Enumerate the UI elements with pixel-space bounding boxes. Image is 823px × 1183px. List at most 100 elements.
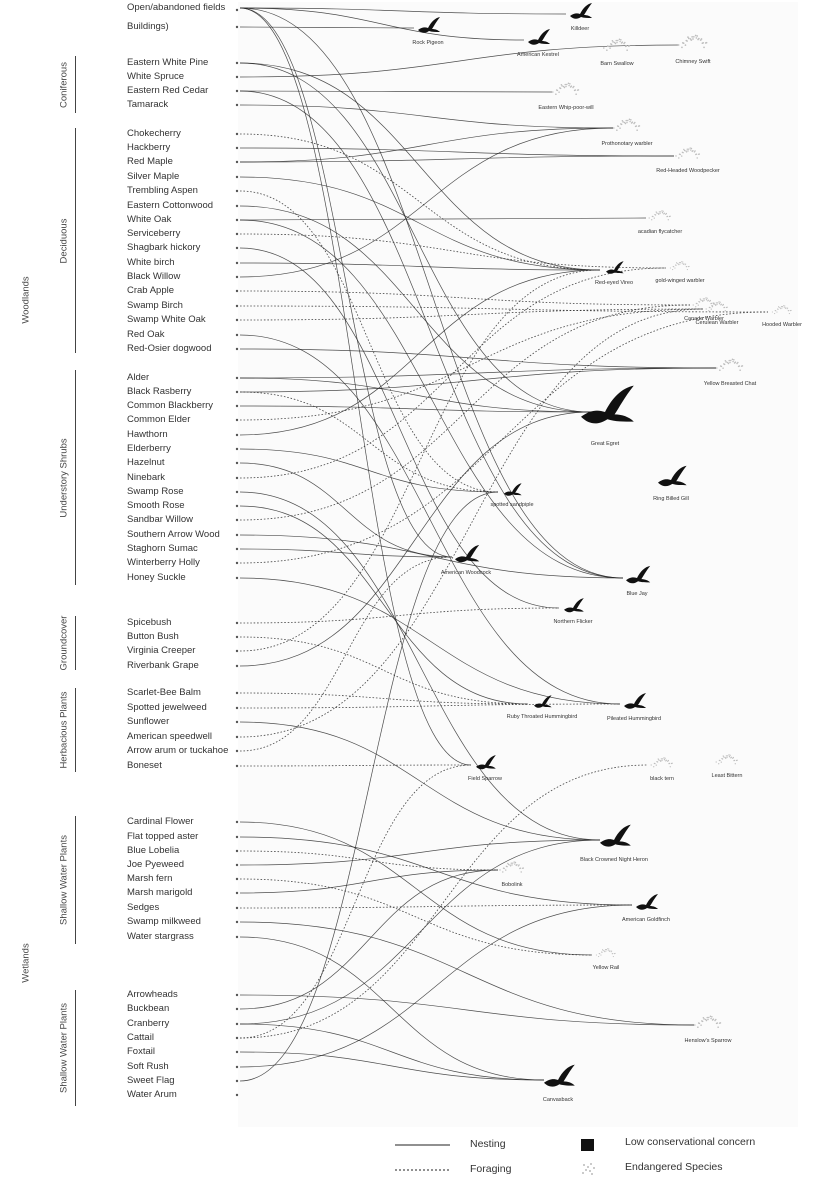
bird-label-henslow-s-sparrow: Henslow's Sparrow	[684, 1038, 732, 1045]
plant-dot	[235, 504, 239, 508]
bird-label-cerulean-warbler: Cerulean Warbler	[695, 319, 739, 326]
bird-henslow-s-sparrow-silhouette	[694, 1015, 722, 1028]
plant-label-red-maple: Red Maple	[127, 156, 173, 167]
bird-red-headed-woodpecker-silhouette	[675, 147, 700, 159]
group-groundcover: Groundcover	[52, 616, 76, 670]
bird-blue-jay-silhouette	[626, 565, 651, 584]
nesting-link	[239, 377, 592, 413]
plant-label-white-oak: White Oak	[127, 214, 172, 225]
nesting-link	[239, 836, 633, 906]
bird-layer	[418, 3, 792, 1087]
nesting-link	[239, 7, 472, 766]
group-bracket	[75, 56, 76, 113]
plant-label-smooth-rose: Smooth Rose	[127, 500, 185, 511]
plant-label-water-arum: Water Arum	[127, 1089, 177, 1100]
plant-label-american-speedwell: American speedwell	[127, 731, 213, 742]
group-understory-shrubs: Understory Shrubs	[52, 370, 76, 585]
nesting-link	[239, 26, 415, 29]
plant-dot	[235, 418, 239, 422]
nesting-link	[239, 7, 624, 579]
plant-dot	[235, 906, 239, 910]
foraging-link	[239, 636, 529, 705]
nesting-link	[239, 7, 453, 558]
plant-dot	[235, 706, 239, 710]
nesting-link	[239, 936, 545, 1081]
plant-dot	[235, 1036, 239, 1040]
plant-label-white-birch: White birch	[127, 257, 175, 268]
plant-dot	[235, 764, 239, 768]
plant-dot	[235, 820, 239, 824]
plant-dot	[235, 490, 239, 494]
foraging-link	[239, 269, 601, 652]
nesting-link	[239, 821, 593, 956]
nesting-link	[239, 448, 499, 493]
nesting-link	[239, 367, 717, 379]
nesting-link	[239, 219, 624, 579]
nesting-link	[239, 462, 453, 558]
bird-label-pileated-hummingbird: Pileated Hummingbird	[606, 716, 662, 722]
plant-dot	[235, 735, 239, 739]
plant-label-soft-rush: Soft Rush	[127, 1061, 169, 1072]
foraging-link	[239, 133, 601, 271]
plant-label-eastern-white-pine: Eastern White Pine	[127, 57, 209, 68]
plant-label-cattail: Cattail	[127, 1032, 154, 1043]
group-deciduous: Deciduous	[52, 128, 76, 353]
bird-label-gold-winged-warbler: gold-winged warbler	[655, 277, 705, 284]
plant-label-alder: Alder	[127, 372, 150, 383]
plant-dot	[235, 533, 239, 537]
nesting-link	[239, 904, 633, 1068]
bird-great-egret-silhouette	[581, 385, 634, 424]
bird-american-woodcock-silhouette	[455, 544, 480, 563]
plant-label-arrow-arum-or-tuckahoe: Arrow arum or tuckahoe	[127, 745, 229, 756]
plant-label-open-abandoned-fields: Open/abandoned fields	[127, 2, 226, 13]
foraging-link	[239, 607, 560, 624]
bird-ruby-throated-hummingbird-silhouette	[534, 695, 552, 708]
bird-ring-billed-gill-silhouette	[658, 465, 687, 487]
plant-dot	[235, 218, 239, 222]
plant-dot	[235, 175, 239, 179]
nesting-link	[239, 839, 601, 866]
plant-dot	[235, 376, 239, 380]
nesting-link	[239, 491, 499, 1082]
plant-dot	[235, 404, 239, 408]
bird-label-canvasback: Canvasback	[542, 1096, 574, 1103]
bird-label-hooded-warbler: Hooded Warbler	[762, 321, 802, 328]
plant-label-sandbar-willow: Sandbar Willow	[127, 514, 193, 525]
plant-dot	[235, 1079, 239, 1083]
legend-nesting-label: Nesting	[470, 1138, 506, 1150]
plant-label-swamp-milkweed: Swamp milkweed	[127, 916, 201, 927]
plant-label-elderberry: Elderberry	[127, 443, 171, 454]
plant-dot	[235, 318, 239, 322]
plant-label-blue-lobelia: Blue Lobelia	[127, 845, 180, 856]
plant-dot	[235, 261, 239, 265]
nesting-link	[239, 334, 621, 705]
bird-rock-pigeon-silhouette	[418, 17, 440, 33]
plant-label-southern-arrow-wood: Southern Arrow Wood	[127, 529, 220, 540]
group-bracket	[75, 128, 76, 353]
bird-label-chimney-swift: Chimney Swift	[675, 59, 711, 66]
plant-dot	[235, 649, 239, 653]
nesting-link	[239, 505, 529, 705]
region-wetlands: Wetlands	[14, 815, 38, 1110]
bird-spotted-sandpiple-silhouette	[504, 483, 522, 496]
plant-label-common-blackberry: Common Blackberry	[127, 400, 214, 411]
plant-label-marsh-marigold: Marsh marigold	[127, 887, 193, 898]
plant-dot	[235, 103, 239, 107]
plant-dot	[235, 25, 239, 29]
nesting-link	[239, 548, 453, 558]
plant-label-eastern-cottonwood: Eastern Cottonwood	[127, 200, 214, 211]
plant-label-spotted-jewelweed: Spotted jewelweed	[127, 702, 207, 713]
nesting-link	[239, 90, 624, 579]
nesting-link	[239, 90, 553, 93]
bird-bobolink-silhouette	[499, 861, 524, 873]
bird-label-prothonotary-warbler: Prothonotary warbler	[601, 141, 653, 148]
group-label: Groundcover	[58, 615, 70, 671]
nesting-link	[239, 176, 601, 271]
plant-dot	[235, 1007, 239, 1011]
legend-low-concern-swatch	[581, 1139, 594, 1151]
plant-dot	[235, 920, 239, 924]
plant-label-hazelnut: Hazelnut	[127, 457, 165, 468]
bird-red-eyed-vireo-silhouette	[606, 261, 624, 274]
foraging-link	[239, 878, 593, 956]
plant-dot	[235, 347, 239, 351]
